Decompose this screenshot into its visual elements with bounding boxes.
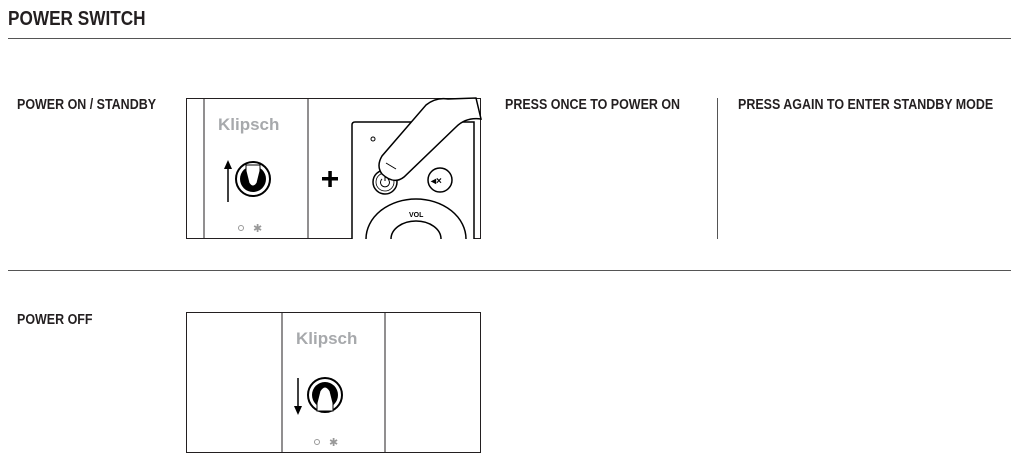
arrow-up-icon: [224, 160, 232, 202]
finger-pointer-icon: [378, 97, 482, 182]
power-off-illustration: Klipsch ✱: [186, 312, 481, 453]
step-divider: [717, 98, 718, 239]
switch-down-icon: [307, 377, 343, 413]
divider: [8, 38, 1011, 39]
bluetooth-icon: ✱: [253, 223, 262, 235]
power-on-label: POWER ON / STANDBY: [17, 97, 157, 113]
divider: [8, 270, 1011, 271]
mute-button-icon: ◂×: [427, 167, 453, 193]
bluetooth-icon: ✱: [329, 437, 338, 449]
power-on-illustration: Klipsch ✱ ◂× VOL: [186, 97, 482, 240]
plus-icon: [322, 171, 338, 187]
svg-text:◂×: ◂×: [430, 176, 442, 187]
klipsch-logo: Klipsch: [296, 329, 357, 348]
led-indicator: [238, 225, 244, 231]
step-standby: PRESS AGAIN TO ENTER STANDBY MODE: [738, 97, 994, 113]
section-title: POWER SWITCH: [8, 8, 146, 30]
switch-up-icon: [235, 161, 271, 197]
step-power-on: PRESS ONCE TO POWER ON: [505, 97, 681, 113]
vol-label: VOL: [409, 212, 424, 219]
klipsch-logo: Klipsch: [218, 115, 279, 134]
power-off-label: POWER OFF: [17, 312, 93, 328]
arrow-down-icon: [294, 378, 302, 415]
led-indicator: [314, 439, 320, 445]
